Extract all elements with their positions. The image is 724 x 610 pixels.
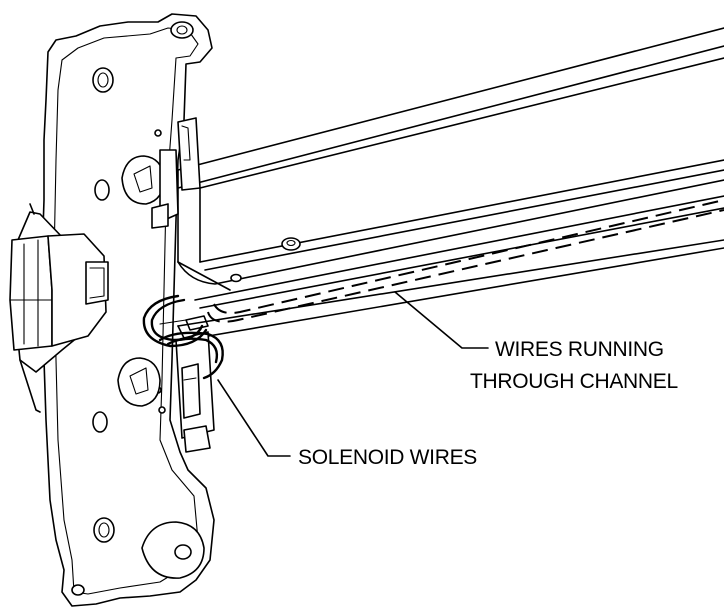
rail-channel <box>177 27 724 341</box>
solenoid-wire-loop <box>142 294 224 380</box>
channel-wires <box>207 199 724 323</box>
wires-callout-line2: THROUGH CHANNEL <box>470 370 678 393</box>
wires-callout-line1: WIRES RUNNING <box>495 338 664 361</box>
callout-leaders <box>217 291 489 457</box>
rail-brackets <box>151 117 215 453</box>
solenoid-block <box>9 203 109 413</box>
solenoid-callout: SOLENOID WIRES <box>298 446 477 469</box>
